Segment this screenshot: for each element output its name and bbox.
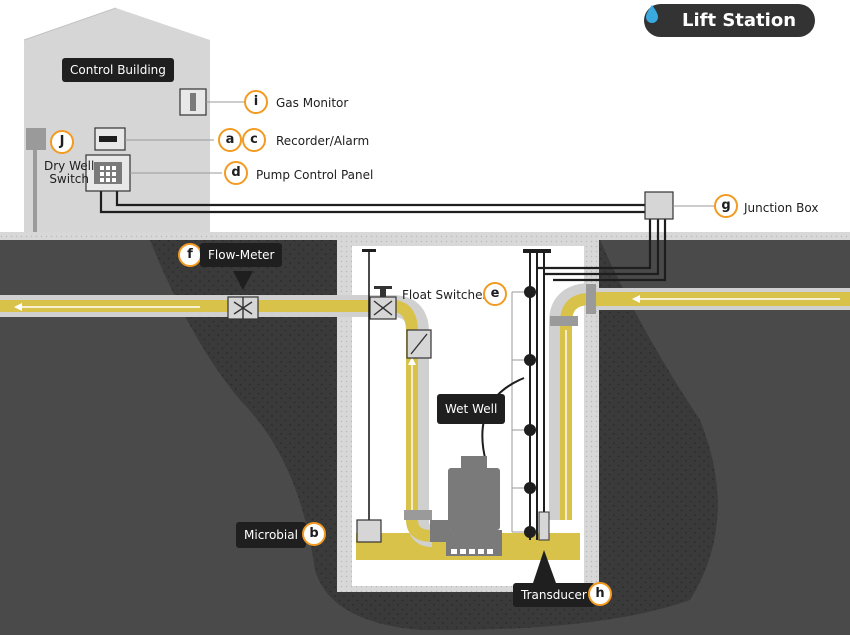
gas-monitor-label: Gas Monitor [276, 96, 349, 110]
flow-meter-label: Flow-Meter [200, 243, 283, 267]
badge-b: b [302, 522, 326, 546]
title-banner: Lift Station [644, 4, 815, 37]
badge-d: d [224, 161, 248, 185]
float-switches-label: Float Switches [402, 288, 489, 302]
wet-well-label: Wet Well [437, 394, 506, 424]
isolation-valve-icon [369, 286, 397, 320]
junction-box-label: Junction Box [744, 201, 819, 215]
junction-box-icon [644, 191, 716, 220]
recorder-alarm-icon [94, 127, 214, 151]
page-title: Lift Station [682, 10, 797, 31]
pump-icon [430, 377, 525, 556]
microbial-pole [356, 249, 382, 543]
badge-f: f [178, 243, 202, 267]
badge-e: e [483, 282, 507, 306]
float-switch-assembly [511, 249, 551, 541]
badge-i: i [244, 90, 268, 114]
badge-j: J [50, 130, 74, 154]
badge-g: g [714, 194, 738, 218]
control-building-label: Control Building [62, 58, 174, 82]
transducer-label: Transducer [513, 583, 595, 607]
control-panel-icon [85, 154, 222, 192]
water-drop-icon [646, 5, 658, 23]
badge-c: c [242, 128, 266, 152]
inlet-pipe [549, 283, 850, 528]
pump-control-panel-label: Pump Control Panel [256, 168, 374, 182]
dry-well-switch [26, 128, 46, 232]
badge-h: h [588, 582, 612, 606]
microbial-label: Microbial [236, 522, 306, 548]
recorder-alarm-label: Recorder/Alarm [276, 134, 370, 148]
dry-well-switch-label: Dry Well Switch [44, 159, 95, 186]
badge-a: a [218, 128, 242, 152]
flow-meter-valve-icon [227, 296, 259, 320]
transducer-pointer [533, 550, 556, 583]
check-valve-icon [406, 329, 432, 359]
gas-monitor-icon [179, 88, 244, 116]
flow-meter-pointer [233, 271, 253, 290]
conduit-lines [99, 191, 667, 282]
